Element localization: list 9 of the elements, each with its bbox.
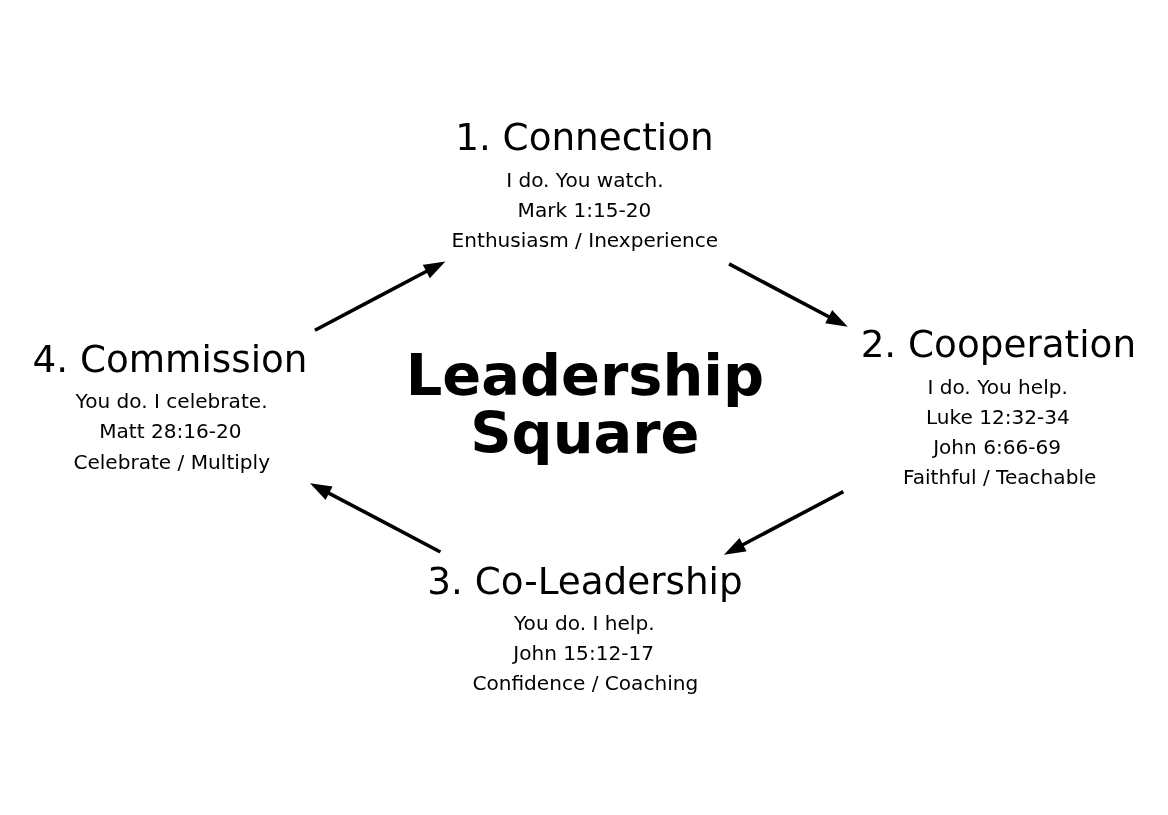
node-text: 3. Co-Leadership You do. I help. John 15:12-17 Confidence / Coaching (427, 558, 743, 695)
arrow (309, 482, 442, 554)
arrow (723, 489, 845, 555)
arrow (314, 260, 446, 332)
node-text: 4. Commission You do. I celebrate. Matt 28:16-20 Celebrate / Multiply (32, 336, 308, 474)
node-text: 2. Cooperation I do. You help. Luke 12:32-34 John 6:66-69 Faithful / Teachable (860, 321, 1137, 489)
arrow (728, 261, 848, 327)
node-text: 1. Connection I do. You watch. Mark 1:15-20 Enthusiasm / Inexperience (451, 114, 719, 252)
node-text: Leadership Square (405, 341, 765, 466)
